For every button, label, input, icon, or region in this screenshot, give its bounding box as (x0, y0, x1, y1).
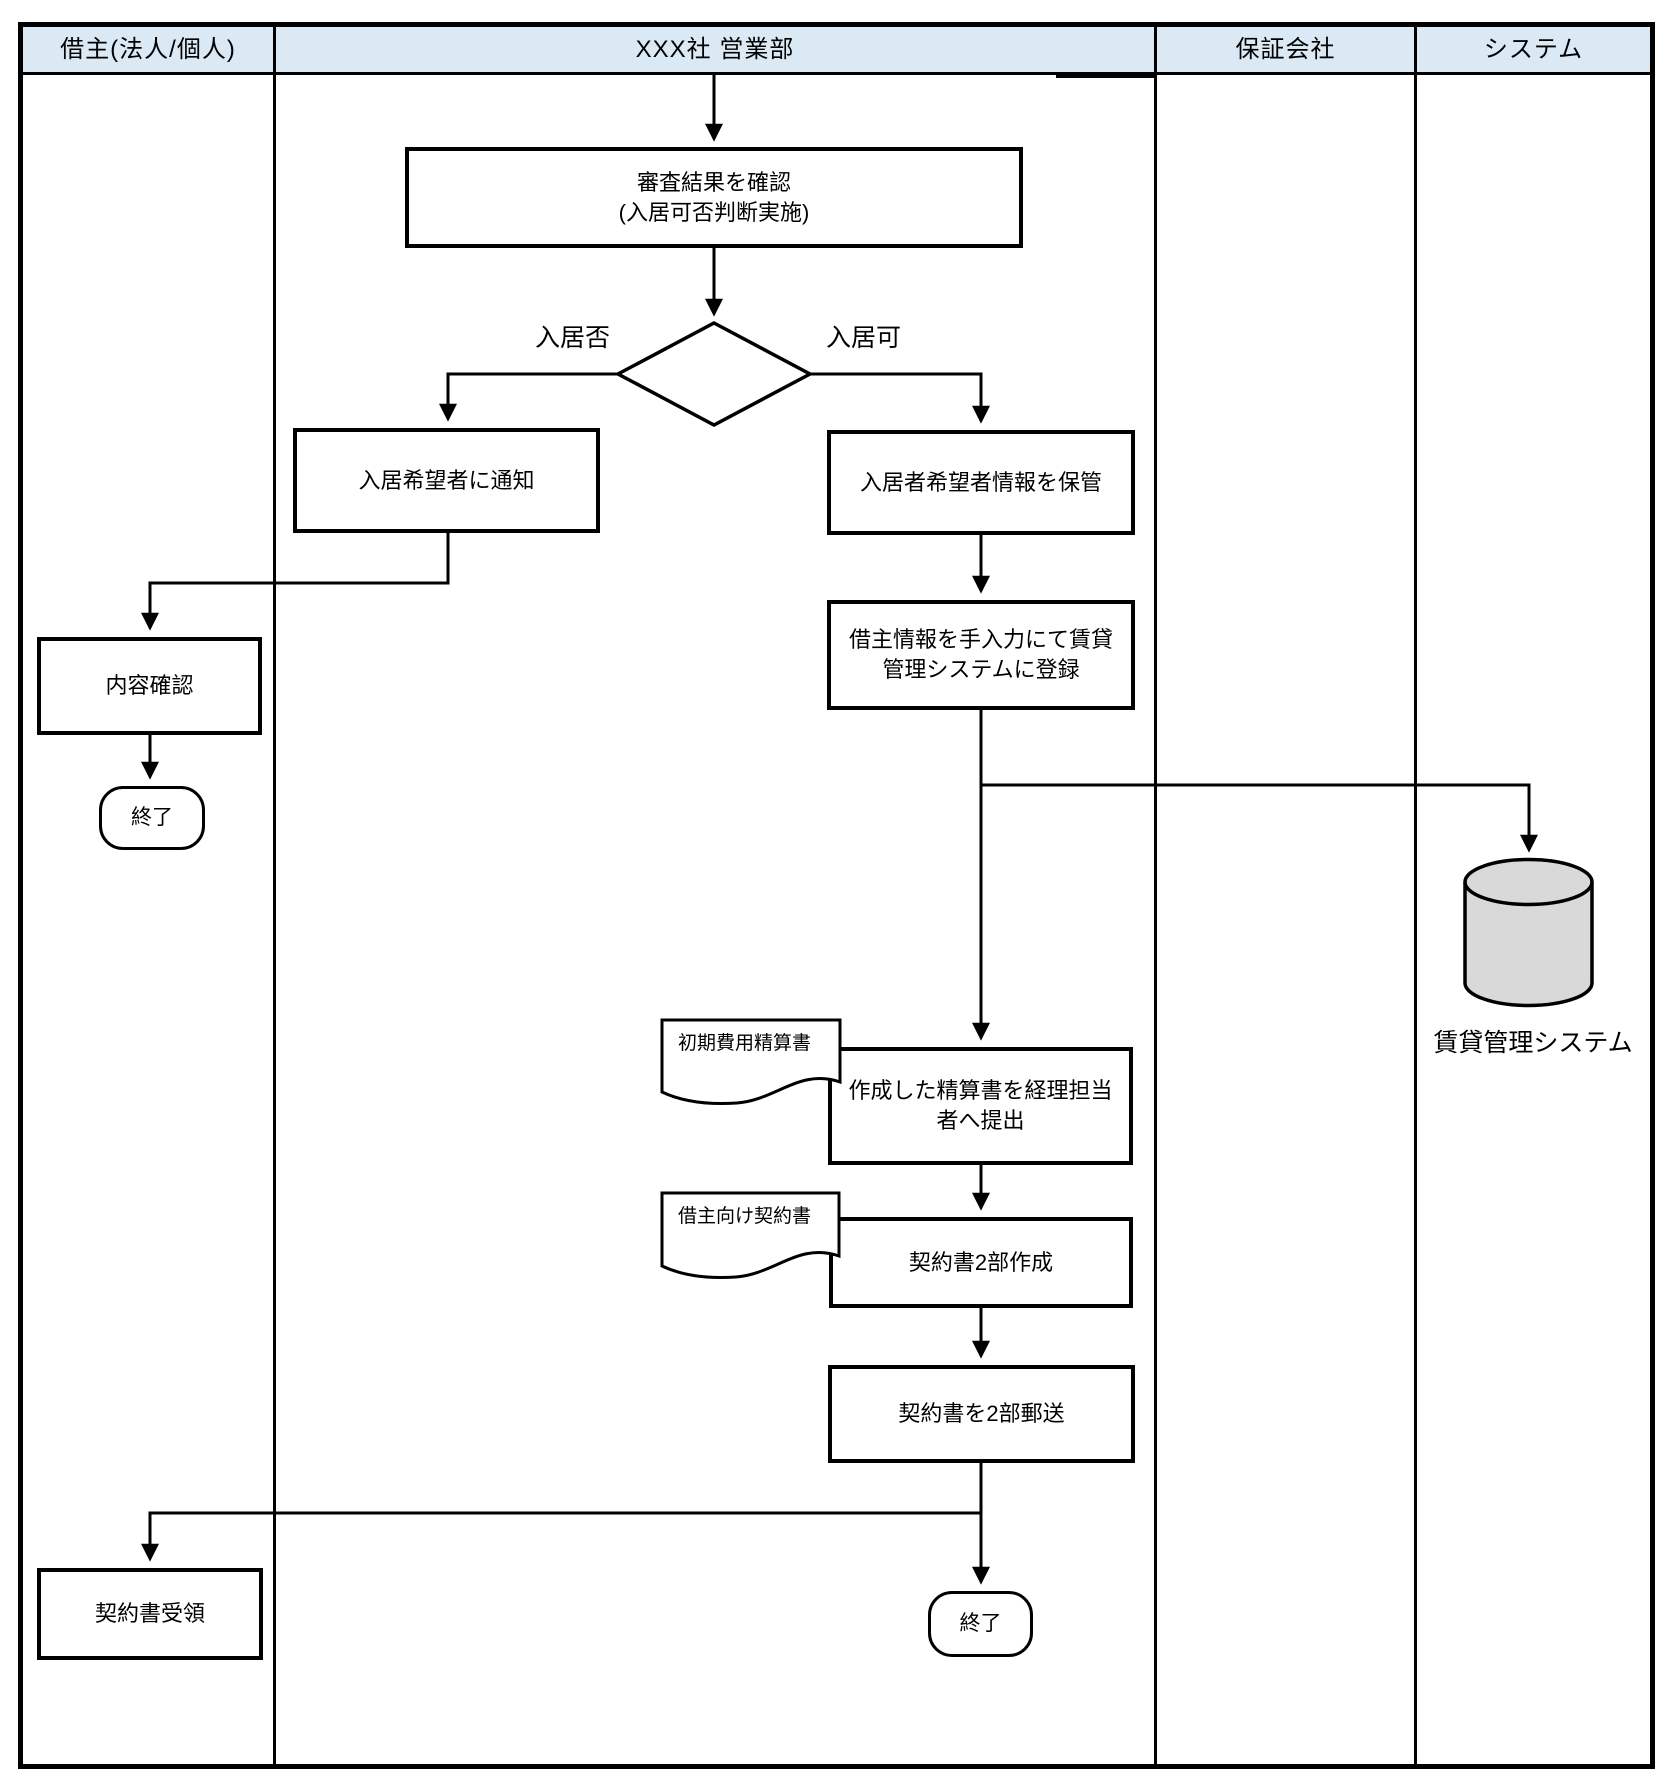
lane-header-guarantor: 保証会社 (1235, 36, 1336, 63)
node-notify-label: 入居希望者に通知 (358, 467, 535, 493)
node-notify: 入居希望者に通知 (293, 428, 600, 533)
lane-divider-2 (1154, 27, 1157, 1764)
lane-divider-3 (1414, 27, 1417, 1764)
lane-header-tenant: 借主(法人/個人) (60, 36, 236, 63)
node-check-result: 審査結果を確認 (入居可否判断実施) (405, 147, 1023, 248)
swimlane-header-band (23, 27, 1650, 75)
diagram-frame (18, 22, 1655, 1769)
node-register: 借主情報を手入力にて賃貸 管理システムに登録 (827, 600, 1135, 710)
node-end-right-label: 終了 (959, 1612, 1002, 1635)
node-mail-contract-label: 契約書を2部郵送 (898, 1401, 1065, 1426)
lane-divider-1 (273, 27, 276, 1764)
database-label: 賃貸管理システム (1433, 1029, 1633, 1057)
node-confirm: 内容確認 (37, 637, 262, 735)
node-submit: 作成した精算書を経理担当 者へ提出 (828, 1047, 1133, 1165)
edge-label-reject: 入居否 (534, 324, 610, 352)
node-create-contract: 契約書2部作成 (829, 1217, 1133, 1308)
node-store-info: 入居者希望者情報を保管 (827, 430, 1135, 535)
node-store-info-label: 入居者希望者情報を保管 (859, 469, 1102, 495)
document-settlement-label: 初期費用精算書 (678, 1033, 812, 1054)
lane-header-sales: XXX社 営業部 (635, 36, 795, 63)
node-receive-contract-label: 契約書受領 (94, 1601, 205, 1626)
header-underline-artifact (1056, 72, 1154, 78)
node-submit-label: 作成した精算書を経理担当 者へ提出 (848, 1078, 1113, 1133)
lane-header-system: システム (1483, 36, 1584, 63)
node-confirm-label: 内容確認 (105, 673, 194, 698)
node-create-contract-label: 契約書2部作成 (908, 1249, 1054, 1275)
node-register-label: 借主情報を手入力にて賃貸 管理システムに登録 (848, 627, 1113, 682)
node-end-left: 終了 (99, 786, 205, 850)
node-mail-contract: 契約書を2部郵送 (828, 1365, 1135, 1463)
node-check-result-label: 審査結果を確認 (入居可否判断実施) (618, 169, 810, 225)
node-end-right: 終了 (928, 1591, 1033, 1657)
node-receive-contract: 契約書受領 (37, 1568, 263, 1660)
node-end-left-label: 終了 (131, 806, 173, 829)
document-contract-label: 借主向け契約書 (678, 1206, 812, 1227)
edge-label-accept: 入居可 (826, 324, 902, 352)
